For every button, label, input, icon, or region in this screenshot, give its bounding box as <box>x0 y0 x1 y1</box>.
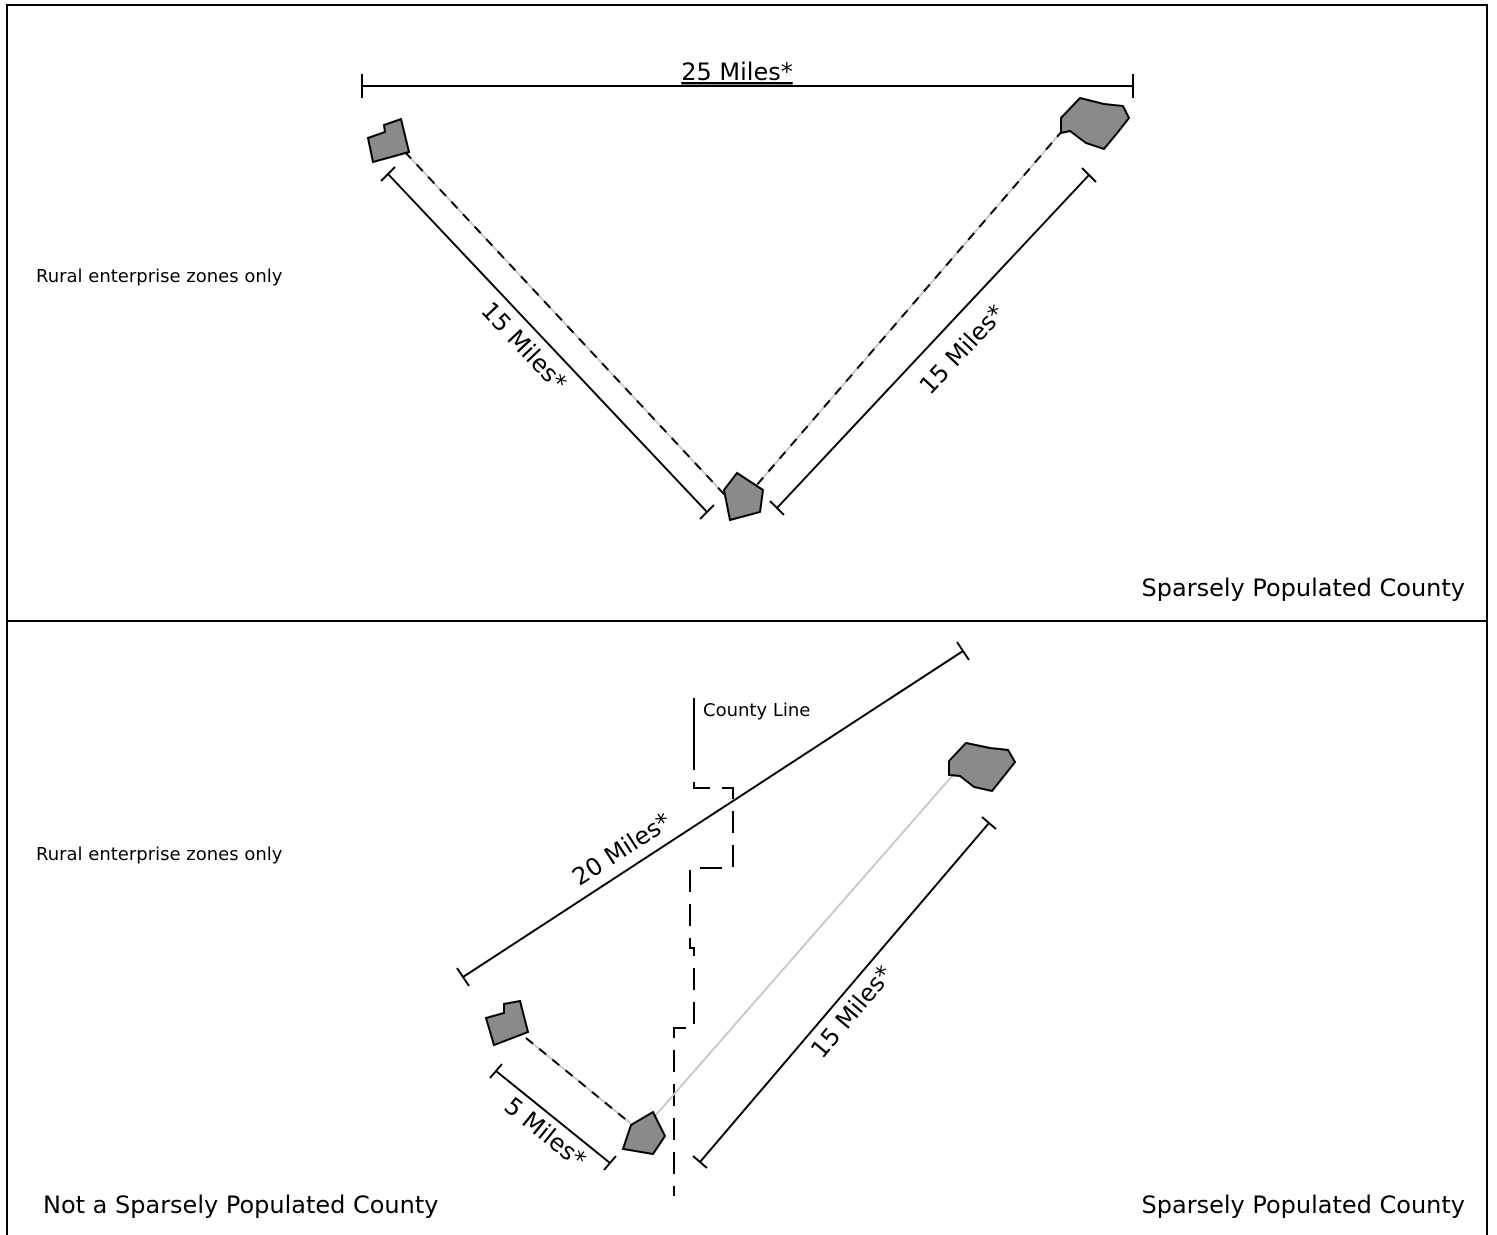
bottom-connectors <box>525 774 954 1133</box>
bottom-center-town-shape <box>621 1110 667 1156</box>
top-left-town-shape <box>366 117 411 164</box>
top-bottom-town-shape <box>722 471 765 522</box>
bottom-side-note: Rural enterprise zones only <box>36 844 283 865</box>
top-county-label: Sparsely Populated County <box>1142 574 1465 602</box>
top-right-distance-bar <box>769 167 1097 516</box>
county-line <box>673 698 734 1196</box>
bottom-diagram: County Line 20 Miles* 15 Miles* 5 Miles* <box>36 641 1465 1219</box>
bottom-left-town-shape <box>484 999 530 1047</box>
bottom-panel <box>6 620 1488 1235</box>
bottom-left-county-label: Not a Sparsely Populated County <box>43 1191 438 1219</box>
top-right-town-shape <box>1060 96 1131 151</box>
bottom-short-distance-label: 5 Miles* <box>499 1092 591 1174</box>
county-line-label: County Line <box>703 700 810 721</box>
top-distance-bar <box>361 74 1134 98</box>
top-left-distance-bar <box>380 166 715 520</box>
top-left-distance-label: 15 Miles* <box>475 296 572 396</box>
top-connectors <box>404 129 1064 509</box>
top-diagram: 25 Miles* 15 Miles* 15 Miles* Rural ente… <box>36 58 1465 602</box>
bottom-short-distance-bar <box>489 1063 617 1171</box>
top-panel <box>6 4 1488 622</box>
bottom-right-town-shape <box>948 741 1017 793</box>
bottom-right-distance-label: 15 Miles* <box>805 960 898 1063</box>
top-right-distance-label: 15 Miles* <box>914 299 1011 400</box>
bottom-right-distance-bar <box>692 816 997 1169</box>
bottom-right-county-label: Sparsely Populated County <box>1142 1191 1465 1219</box>
top-side-note: Rural enterprise zones only <box>36 266 283 287</box>
top-distance-label: 25 Miles* <box>681 58 792 86</box>
bottom-long-distance-bar <box>456 641 970 987</box>
